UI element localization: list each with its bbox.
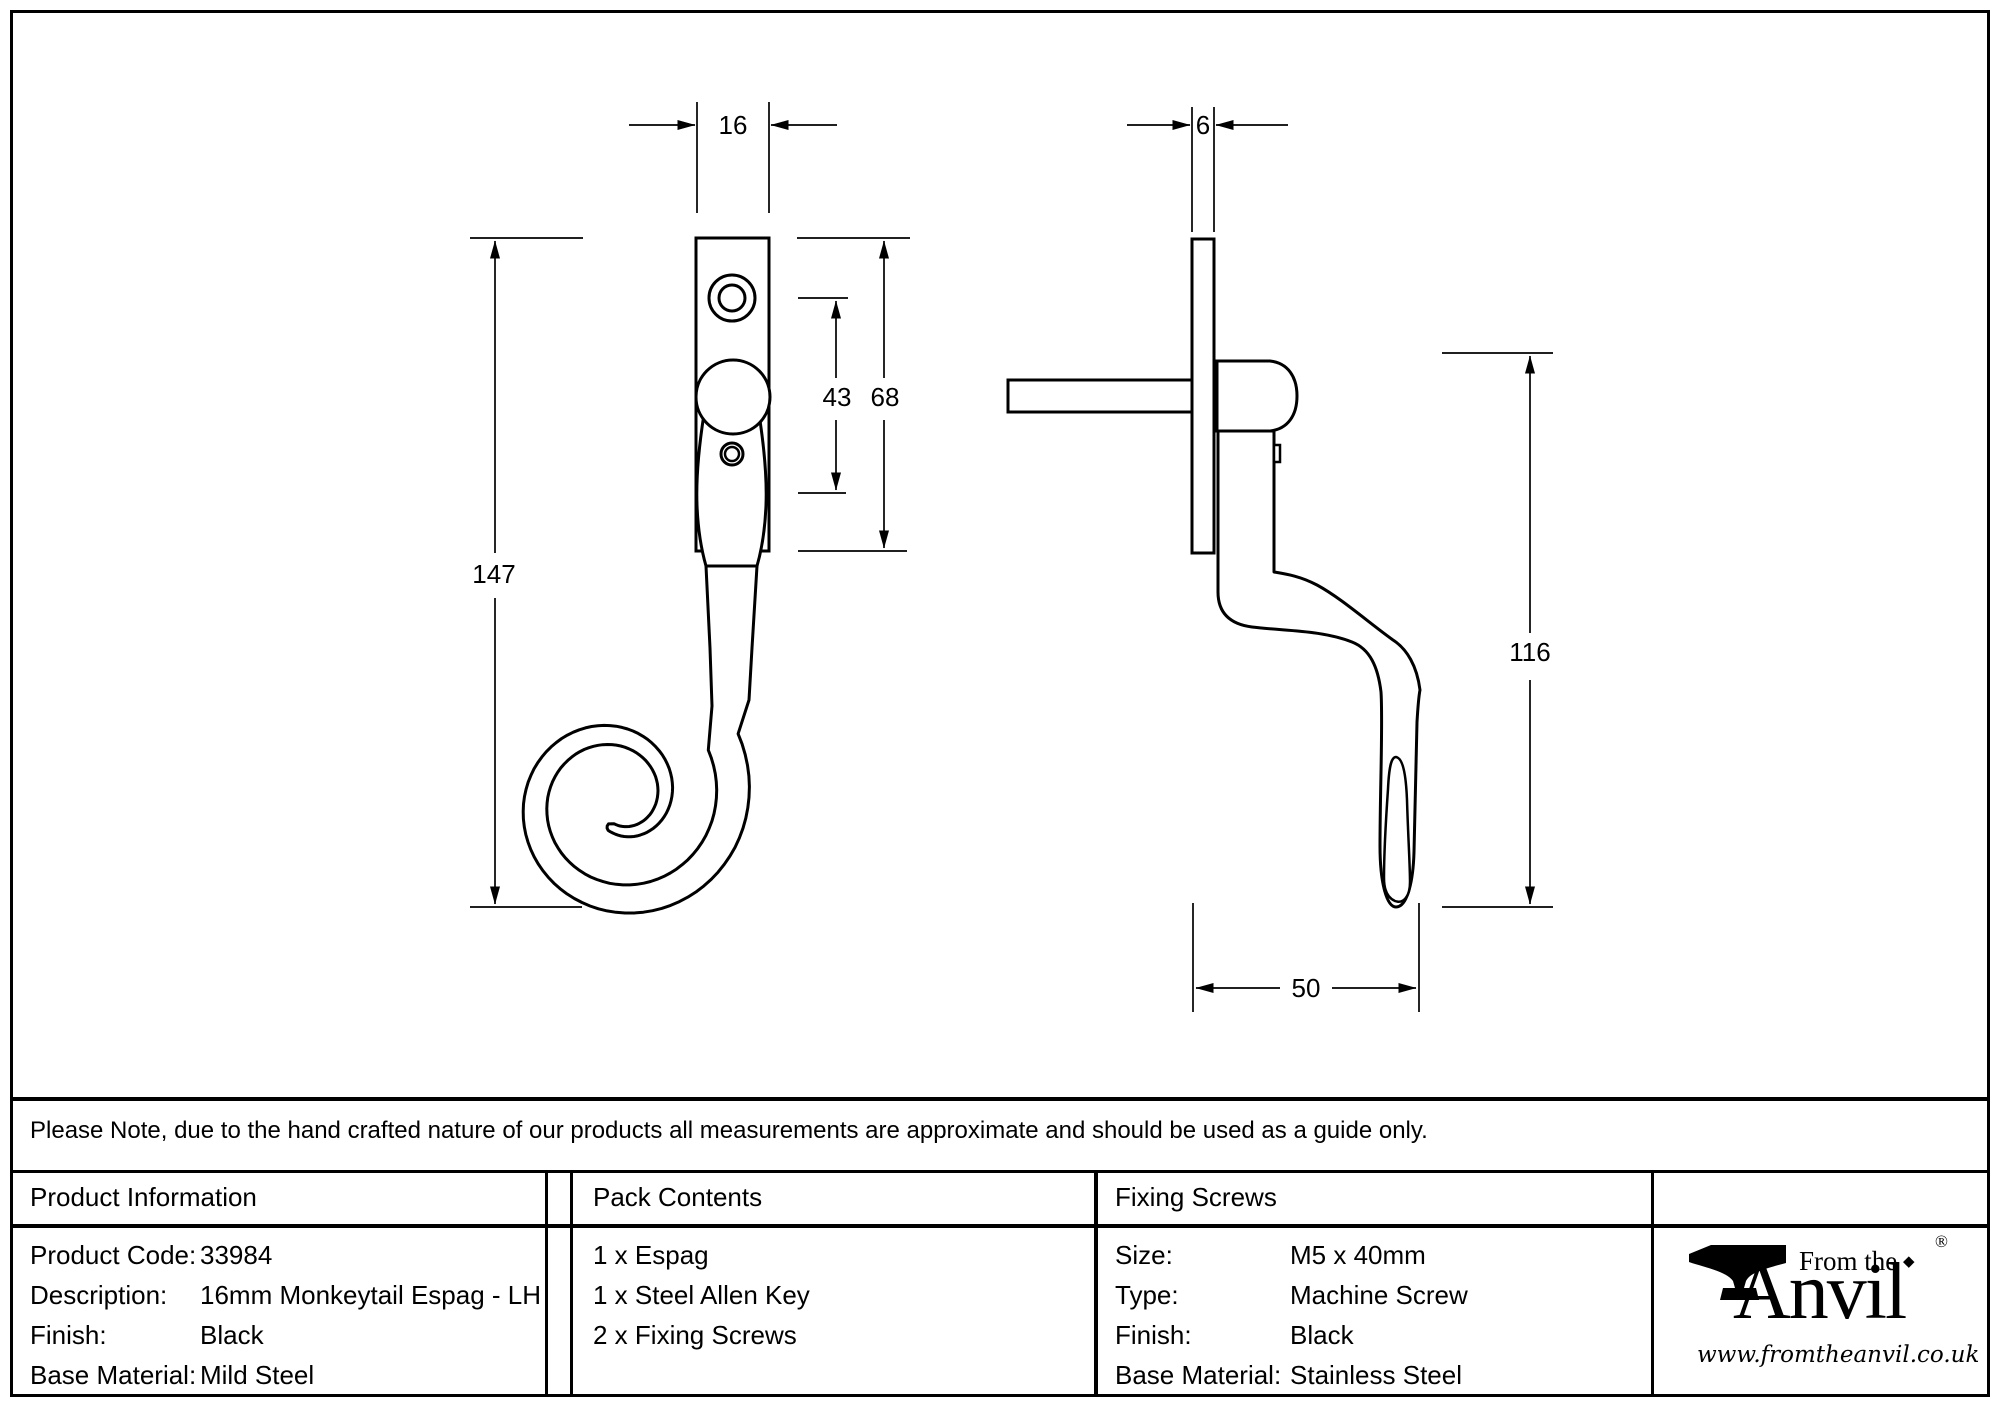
product-code-value: 33984 [200, 1240, 273, 1270]
dim-front-width-label: 16 [719, 110, 748, 140]
dimension-labels: 16 6 147 43 68 116 50 [472, 110, 1550, 1003]
diamond-icon: ◆ [1903, 1253, 1915, 1270]
side-tip-chisel-detail [1382, 755, 1412, 903]
col-divider-1b [570, 1170, 573, 1397]
dim-front-width [629, 102, 837, 213]
logo-website: www.fromtheanvil.co.uk [1697, 1342, 1980, 1368]
dim-front-plate-height [797, 237, 910, 552]
measurement-note: Please Note, due to the hand crafted nat… [30, 1117, 1428, 1144]
col-divider-2 [1094, 1170, 1098, 1397]
header-product-information: Product Information [30, 1182, 257, 1212]
dim-side-projection [1192, 903, 1420, 1012]
front-view [521, 236, 772, 915]
description-value: 16mm Monkeytail Espag - LH [200, 1280, 542, 1310]
base-material-value: Mild Steel [200, 1360, 315, 1390]
dim-front-plate-height-label: 68 [871, 382, 900, 412]
header-pack-contents: Pack Contents [593, 1182, 763, 1212]
side-view [1006, 237, 1422, 909]
dim-front-screw-spacing-label: 43 [823, 382, 852, 412]
note-row-top-border [10, 1097, 1990, 1101]
screw-type-value: Machine Screw [1290, 1280, 1468, 1310]
dim-side-projection-label: 50 [1292, 973, 1321, 1003]
dim-front-screw-spacing [798, 297, 848, 494]
logo-tagline: From the [1799, 1246, 1898, 1276]
screw-type-label: Type: [1115, 1280, 1179, 1310]
logo-name: Anvil [1733, 1248, 1907, 1336]
header-row-top-border [10, 1170, 1990, 1173]
header-fixing-screws: Fixing Screws [1115, 1182, 1277, 1212]
dim-front-height [470, 237, 583, 908]
front-monkeytail-curl [521, 564, 759, 915]
side-setscrew-notch [1272, 443, 1282, 464]
dim-side-height-label: 116 [1509, 637, 1550, 667]
header-row-bottom-border [10, 1224, 1990, 1228]
screw-finish-value: Black [1290, 1320, 1354, 1350]
base-material-label: Base Material: [30, 1360, 197, 1390]
side-spindle [1006, 378, 1194, 414]
finish-value: Black [200, 1320, 264, 1350]
sheet-outer-border [10, 10, 1990, 1397]
side-knob [1215, 359, 1299, 433]
pack-item: 1 x Espag [593, 1240, 709, 1270]
pack-item: 1 x Steel Allen Key [593, 1280, 810, 1310]
front-grub-screw-inner [723, 445, 741, 463]
dim-side-height [1442, 352, 1553, 908]
screw-finish-label: Finish: [1115, 1320, 1192, 1350]
dim-side-thickness [1127, 107, 1288, 232]
dim-side-thickness-label: 6 [1196, 110, 1210, 140]
dimension-lines [470, 102, 1553, 1012]
from-the-anvil-logo: From the ◆ ® Anvil www.fromtheanvil.co.u… [1651, 1224, 1990, 1397]
product-code-label: Product Code: [30, 1240, 197, 1270]
anvil-icon [1689, 1245, 1786, 1300]
col-divider-3 [1651, 1170, 1654, 1397]
front-screw-hole-inner [717, 283, 747, 313]
description-label: Description: [30, 1280, 168, 1310]
screw-size-label: Size: [1115, 1240, 1173, 1270]
screw-size-value: M5 x 40mm [1290, 1240, 1426, 1270]
screw-base-material-value: Stainless Steel [1290, 1360, 1462, 1390]
registered-mark: ® [1935, 1232, 1948, 1251]
pack-item: 2 x Fixing Screws [593, 1320, 797, 1350]
finish-label: Finish: [30, 1320, 107, 1350]
front-knob [694, 358, 772, 436]
screw-base-material-label: Base Material: [1115, 1360, 1282, 1390]
col-divider-1a [545, 1170, 548, 1397]
dim-front-height-label: 147 [472, 559, 515, 589]
